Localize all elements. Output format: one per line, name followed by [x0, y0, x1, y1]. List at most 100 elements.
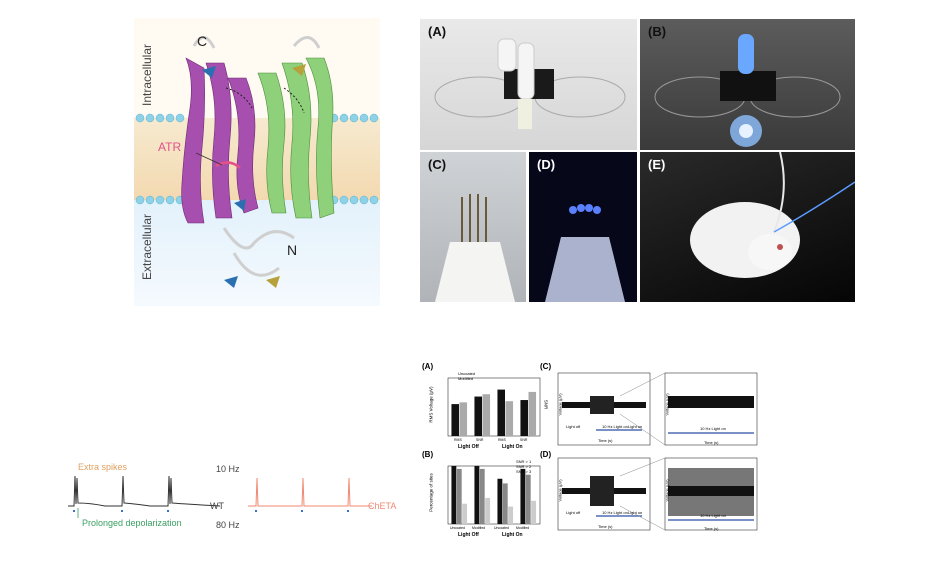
protein-structure-illustration	[134, 18, 380, 306]
cat-b-2: Modified	[472, 526, 486, 530]
photo-label-b: (B)	[648, 24, 667, 39]
bar-bars-a-0-3	[520, 400, 528, 436]
freq-80hz-label: 80 Hz	[216, 520, 240, 530]
cat-a-1: RMS	[454, 438, 462, 442]
protein-figure: C N ATR Intracellular Extracellular	[134, 18, 380, 306]
xlabel-b-off: Light Off	[458, 532, 479, 538]
legend-b-3: SNR > 3	[516, 469, 532, 474]
trace-d-left-burst	[590, 476, 614, 506]
chart-b-label: (B)	[422, 450, 434, 459]
bar-bars-b-0-3	[520, 468, 526, 524]
trace-d-light-on: Light on	[628, 510, 643, 515]
trace-c-light-on: Light on	[628, 424, 643, 429]
bar-bars-b-2-3	[531, 500, 537, 524]
freq-10hz-label: 10 Hz	[216, 464, 240, 474]
electrode-array-photo	[435, 194, 515, 302]
trace-d-label: (D)	[540, 450, 552, 459]
legend-b-1: SNR > 1	[516, 459, 532, 464]
ylabel-a-snr: SNR	[543, 399, 549, 410]
bar-bars-a-1-3	[528, 391, 537, 436]
trace-d-light-off: Light off	[566, 510, 581, 515]
spike-trace-plot	[68, 475, 372, 518]
photo-panel-e: (E)	[640, 152, 855, 302]
bar-bars-b-0-1	[474, 466, 480, 524]
extracellular-label: Extracellular	[140, 213, 154, 281]
bar-bars-b-2-2	[508, 506, 514, 524]
cheta-trace	[248, 477, 372, 507]
trace-d-voltage: Voltage (μV)	[557, 479, 563, 502]
bar-bars-b-2-0	[462, 503, 468, 524]
bar-bars-b-1-3	[525, 474, 531, 524]
xlabel-a-off: Light Off	[458, 444, 479, 450]
photo-panel-d: (D)	[529, 152, 637, 302]
illuminated-device-photo	[654, 34, 841, 147]
atr-label: ATR	[158, 140, 182, 154]
bar-bars-a-1-2	[505, 401, 514, 436]
ylabel-b: Percentage of sites	[428, 473, 434, 512]
extra-spikes-label: Extra spikes	[78, 462, 128, 472]
implant-device-photo	[434, 38, 626, 129]
bar-chart-b-frame	[447, 465, 541, 525]
cat-a-3: RMS	[498, 438, 506, 442]
analysis-charts	[447, 372, 758, 531]
wt-label: WT	[210, 501, 224, 511]
photo-panel-a: (A)	[420, 19, 637, 150]
xlabel-b-on: Light On	[502, 532, 523, 538]
xlabel-a-on: Light On	[502, 444, 523, 450]
trace-d-right-time: Time (s)	[704, 526, 719, 531]
legend-a-2: Modified	[458, 376, 474, 381]
trace-c-left-burst	[590, 396, 614, 414]
trace-c-time: Time (s)	[598, 438, 613, 443]
bar-bars-b-1-1	[479, 468, 485, 524]
cat-b-1: Uncoated	[450, 526, 465, 530]
photo-label-a: (A)	[428, 24, 447, 39]
trace-c-voltage: Voltage (μV)	[557, 393, 563, 416]
trace-d-right-10hz: 10 Hz Light on	[700, 513, 726, 518]
trace-c-left-frame	[557, 372, 651, 446]
bar-bars-b-0-0	[451, 466, 457, 524]
bar-bars-b-0-2	[497, 478, 503, 524]
photo-label-c: (C)	[428, 157, 447, 172]
trace-c-right-signal	[668, 396, 754, 408]
photo-label-e: (E)	[648, 157, 666, 172]
photo-panel-b: (B)	[640, 19, 855, 150]
trace-c-right-10hz: 10 Hz Light on	[700, 426, 726, 431]
illuminated-array-photo	[545, 204, 625, 302]
trace-c-10hz: 10 Hz Light on	[602, 424, 628, 429]
legend-b-2: SNR > 2	[516, 464, 532, 469]
bar-bars-b-1-2	[502, 483, 508, 524]
n-terminus-label: N	[287, 242, 298, 258]
bar-bars-a-0-1	[474, 396, 482, 436]
prolonged-depolarization-label: Prolonged depolarization	[82, 518, 182, 528]
trace-d-time: Time (s)	[598, 524, 613, 529]
bar-bars-a-0-2	[497, 389, 505, 436]
c-terminus-label: C	[197, 33, 208, 49]
trace-c-right-frame	[664, 372, 758, 446]
cheta-label: ChETA	[368, 501, 397, 511]
trace-c-right-voltage: Voltage (μV)	[664, 393, 670, 416]
chart-a-label: (A)	[422, 362, 434, 371]
bar-bars-a-0-0	[451, 404, 459, 436]
trace-d-left-frame	[557, 457, 651, 531]
legend-a-1: Uncoated	[458, 371, 476, 376]
bar-bars-b-1-0	[456, 468, 462, 524]
cat-b-4: Modified	[516, 526, 530, 530]
bar-bars-a-1-0	[459, 402, 468, 436]
bar-bars-b-2-1	[485, 497, 491, 524]
bar-chart-a-bars	[451, 389, 537, 436]
bar-chart-b-bars	[451, 466, 537, 524]
bar-bars-a-1-1	[482, 394, 491, 436]
cat-a-4: SNR	[520, 438, 528, 442]
trace-c-label: (C)	[540, 362, 552, 371]
ylabel-a: RMS Voltage (μV)	[428, 386, 434, 423]
mouse-photo	[690, 152, 855, 278]
spike-traces-figure: Extra spikes Prolonged depolarization 10…	[60, 456, 400, 536]
trace-d-right-voltage: Voltage (μV)	[664, 479, 670, 502]
photo-label-d: (D)	[537, 157, 556, 172]
photo-panel-c: (C)	[420, 152, 526, 302]
trace-d-10hz: 10 Hz Light on	[602, 510, 628, 515]
wt-trace	[68, 475, 221, 507]
cat-b-3: Uncoated	[494, 526, 509, 530]
analysis-figure: (A) (B) (C) (D) Uncoated Modified SNR > …	[420, 358, 856, 538]
bar-chart-a-frame	[447, 377, 541, 437]
